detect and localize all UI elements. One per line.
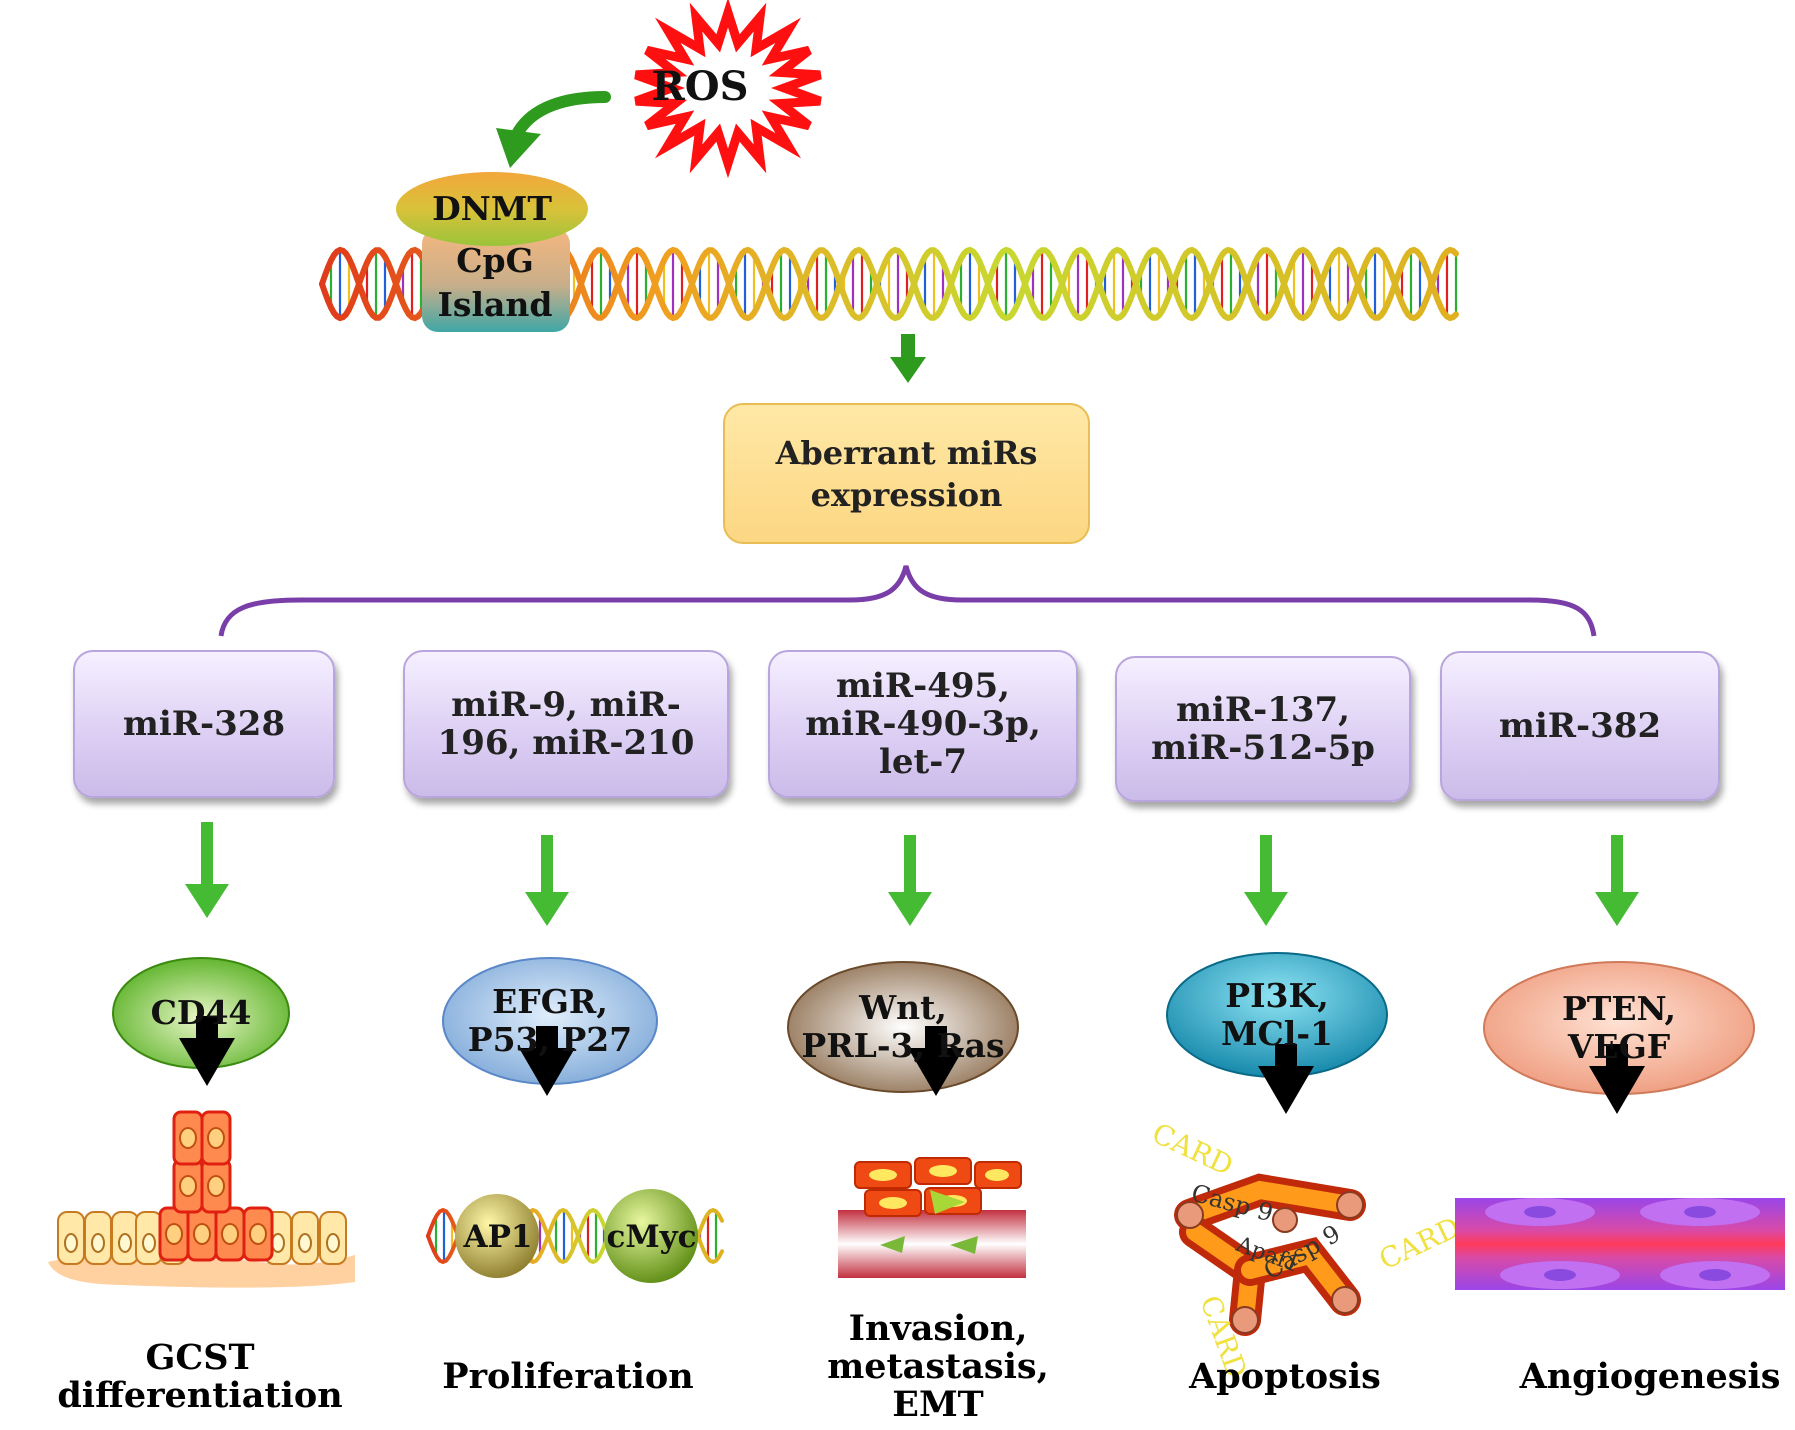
target-label-4: PI3K,MCl-1: [1167, 953, 1387, 1077]
invasion-illustration: [835, 1157, 1026, 1278]
mir-box-3: miR-495,miR-490-3p,let-7: [768, 650, 1078, 798]
black-arrowhead-4: [1258, 1066, 1314, 1114]
dnmt-label: DNMT: [432, 188, 552, 228]
black-arrow-shaft-5: [1606, 1044, 1628, 1068]
apoptosome-illustration: CARD CARD CARD Casp 9 Casp 9 Apaf1: [1147, 1116, 1465, 1382]
green-arrow-shaft-3: [904, 835, 916, 896]
outcome-label-4: Apoptosis: [1175, 1352, 1395, 1402]
ap1-sphere: [455, 1194, 539, 1278]
mir-line: 196, miR-210: [437, 723, 695, 763]
outcome-line: Angiogenesis: [1519, 1356, 1781, 1397]
mir-box-5: miR-382: [1440, 651, 1720, 801]
cmyc-sphere: [604, 1189, 698, 1283]
outcome-line: Proliferation: [442, 1356, 694, 1397]
dna-to-aberrant-arrow: [890, 334, 926, 383]
mir-box-4: miR-137,miR-512-5p: [1115, 656, 1411, 802]
target-line: VEGF: [1567, 1027, 1671, 1066]
target-oval-3: [787, 961, 1019, 1093]
black-arrow-shaft-1: [196, 1016, 218, 1040]
black-arrowhead-1: [179, 1038, 235, 1086]
green-arrowhead-5: [1595, 892, 1639, 926]
target-line: PI3K,: [1225, 976, 1329, 1015]
target-line: MCl-1: [1221, 1014, 1333, 1053]
target-line: Wnt,: [859, 988, 947, 1027]
aberrant-mirs-box: Aberrant miRs expression: [723, 403, 1090, 544]
black-arrow-shaft-2: [536, 1026, 558, 1050]
outcome-line: EMT: [892, 1384, 984, 1425]
card-label-right: CARD: [1374, 1210, 1465, 1276]
target-line: PRL-3, Ras: [801, 1026, 1005, 1065]
card-label-top: CARD: [1147, 1116, 1238, 1182]
target-line: PTEN,: [1561, 989, 1677, 1028]
green-arrowhead-1: [185, 884, 229, 918]
outcome-label-1: GCST differentiation: [0, 1339, 400, 1415]
target-line: EFGR,: [492, 982, 608, 1021]
target-label-1: CD44: [113, 958, 289, 1068]
target-line: CD44: [150, 993, 252, 1032]
mir-line: miR-495,: [835, 666, 1011, 706]
green-arrowhead-4: [1244, 892, 1288, 926]
outcome-line: Invasion,: [848, 1308, 1028, 1349]
target-label-3: Wnt,PRL-3, Ras: [788, 962, 1018, 1092]
epithelium-illustration: [48, 1110, 355, 1288]
outcome-label-2: Proliferation: [398, 1352, 738, 1402]
outcome-line: metastasis,: [827, 1346, 1049, 1387]
green-arrowhead-3: [888, 892, 932, 926]
green-arrow-shaft-2: [541, 835, 553, 896]
green-arrow-shaft-5: [1611, 835, 1623, 896]
ros-to-dnmt-arrowhead: [496, 128, 541, 168]
ros-burst-icon: [634, 0, 822, 179]
outcome-line: GCST differentiation: [57, 1337, 343, 1416]
target-line: P53, P27: [467, 1020, 633, 1059]
mir-line: miR-382: [1498, 706, 1662, 746]
cpg-label: CpG: [456, 240, 534, 280]
mir-line: miR-328: [122, 704, 286, 744]
cpg-island-shape: [422, 228, 570, 332]
branch-bracket: [218, 565, 1597, 637]
blood-vessel-illustration: [1455, 1198, 1785, 1290]
dnmt-ellipse: [396, 172, 588, 246]
ap1-label: AP1: [463, 1219, 533, 1255]
green-arrowhead-2: [525, 892, 569, 926]
mir-line: miR-9, miR-: [451, 685, 681, 725]
green-arrow-shaft-1: [201, 822, 213, 888]
mir-line: miR-490-3p,: [805, 704, 1041, 744]
outcome-line: Apoptosis: [1189, 1356, 1381, 1397]
mir-line: miR-512-5p: [1151, 728, 1375, 768]
black-arrow-shaft-3: [925, 1026, 947, 1050]
ros-to-dnmt-arrow: [509, 91, 611, 144]
aberrant-line-1: Aberrant miRs: [775, 433, 1038, 472]
ros-label: ROS: [651, 62, 749, 110]
island-label: Island: [437, 284, 553, 324]
mir-box-2: miR-9, miR-196, miR-210: [403, 650, 729, 798]
aberrant-line-2: expression: [810, 475, 1003, 514]
black-arrow-shaft-4: [1275, 1044, 1297, 1068]
target-label-2: EFGR,P53, P27: [443, 958, 657, 1084]
mir-line: miR-137,: [1175, 690, 1351, 730]
mir-box-1: miR-328: [73, 650, 335, 798]
black-arrowhead-2: [519, 1048, 575, 1096]
black-arrowhead-5: [1589, 1066, 1645, 1114]
black-arrowhead-3: [908, 1048, 964, 1096]
green-arrow-shaft-4: [1260, 835, 1272, 896]
outcome-label-3: Invasion,metastasis,EMT: [818, 1308, 1058, 1426]
mir-line: let-7: [878, 742, 968, 782]
target-label-5: PTEN,VEGF: [1484, 962, 1754, 1094]
cmyc-label: cMyc: [606, 1219, 697, 1255]
outcome-label-5: Angiogenesis: [1519, 1352, 1781, 1402]
